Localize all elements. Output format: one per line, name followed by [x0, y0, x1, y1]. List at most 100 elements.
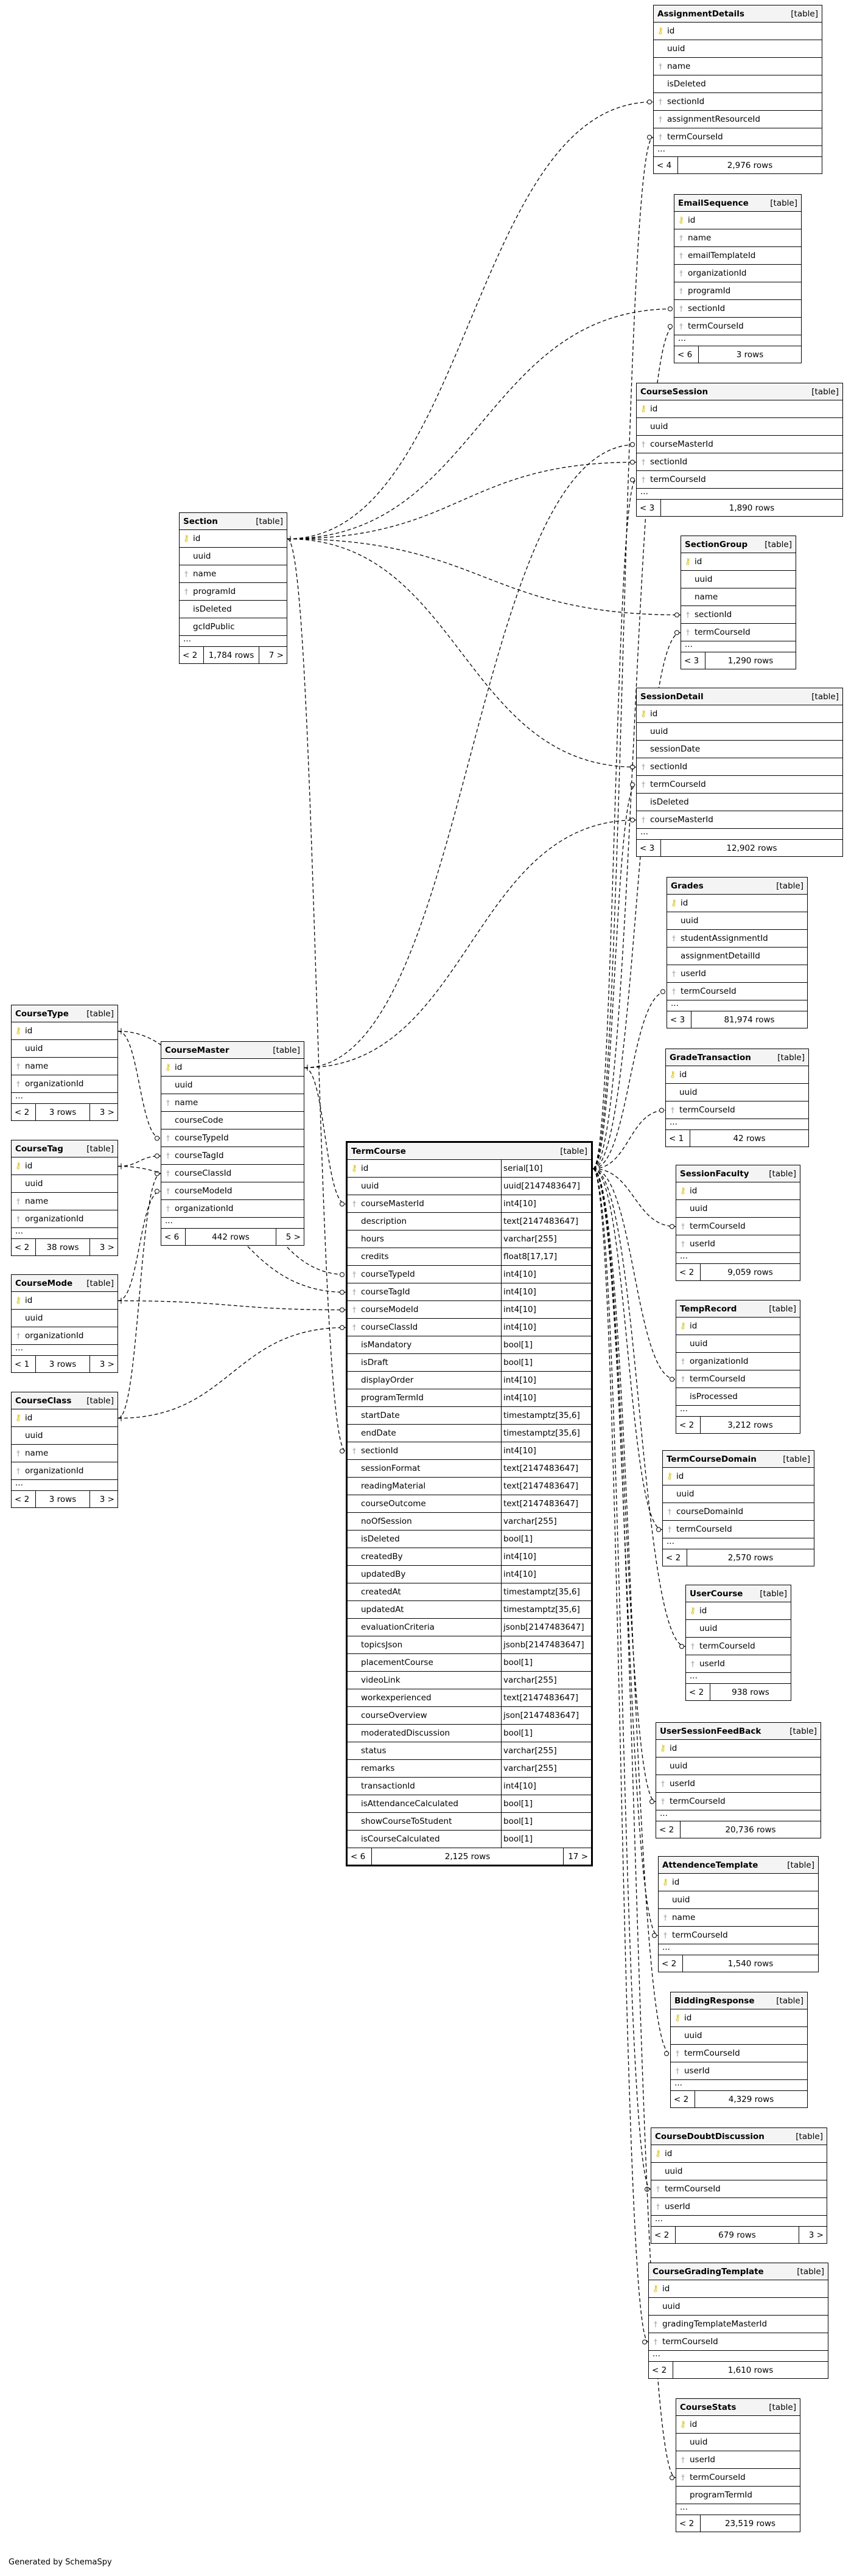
parents-count[interactable]: < 6 — [161, 1229, 186, 1245]
column-row[interactable]: uuid — [686, 1620, 791, 1638]
table-header[interactable]: SessionDetail[table] — [637, 688, 842, 705]
parents-count[interactable]: < 2 — [649, 2362, 673, 2378]
table-header[interactable]: Grades[table] — [667, 878, 807, 895]
column-row[interactable]: †organizationId — [676, 1353, 800, 1370]
column-row[interactable]: uuid — [12, 1175, 117, 1193]
children-count[interactable]: 7 > — [259, 647, 287, 663]
parents-count[interactable]: < 6 — [674, 346, 699, 363]
column-row[interactable]: uuid — [12, 1040, 117, 1058]
column-row[interactable]: ⚷id — [671, 2009, 807, 2027]
column-row[interactable]: ⚷id — [676, 1182, 800, 1200]
table-header[interactable]: TempRecord[table] — [676, 1300, 800, 1318]
column-row[interactable]: †userId — [686, 1655, 791, 1673]
column-row[interactable]: assignmentDetailId — [667, 948, 807, 965]
column-row[interactable]: isDeleted — [654, 75, 822, 93]
column-row[interactable]: †userId — [667, 965, 807, 983]
parents-count[interactable]: < 2 — [671, 2091, 695, 2107]
table-header[interactable]: GradeTransaction[table] — [666, 1049, 808, 1066]
table-header[interactable]: UserCourse[table] — [686, 1585, 791, 1602]
table-header[interactable]: TermCourseDomain[table] — [663, 1451, 814, 1468]
column-row[interactable]: uuid — [651, 2163, 827, 2180]
column-row[interactable]: †organizationId — [674, 265, 801, 282]
column-row[interactable]: courseCode — [161, 1112, 304, 1129]
column-row[interactable]: †termCourseId — [681, 624, 796, 641]
column-row[interactable]: uuid — [654, 40, 822, 58]
column-row[interactable]: uuid — [681, 571, 796, 588]
column-row[interactable]: uuid — [161, 1077, 304, 1094]
parents-count[interactable]: < 2 — [676, 1264, 701, 1280]
column-row[interactable]: †termCourseId — [649, 2333, 828, 2351]
parents-count[interactable]: < 2 — [656, 1821, 681, 1838]
column-row[interactable]: †termCourseId — [671, 2045, 807, 2062]
column-row[interactable]: ⚷id — [161, 1059, 304, 1077]
column-row[interactable]: uuid — [659, 1891, 818, 1909]
parents-count[interactable]: < 3 — [667, 1011, 691, 1028]
parents-count[interactable]: < 2 — [659, 1955, 683, 1972]
column-row[interactable]: †name — [180, 565, 287, 583]
column-row[interactable]: †courseTypeId — [161, 1129, 304, 1147]
column-row[interactable]: isProcessed — [676, 1388, 800, 1406]
column-row[interactable]: uuid — [663, 1485, 814, 1503]
column-row[interactable]: †termCourseId — [676, 1370, 800, 1388]
column-row[interactable]: ⚷id — [666, 1066, 808, 1084]
column-row[interactable]: uuid — [12, 1310, 117, 1327]
column-row[interactable]: programTermId — [676, 2487, 800, 2504]
table-header[interactable]: SessionFaculty[table] — [676, 1165, 800, 1182]
column-row[interactable]: †termCourseId — [686, 1638, 791, 1655]
parents-count[interactable]: < 2 — [686, 1684, 710, 1700]
children-count[interactable]: 3 > — [89, 1491, 117, 1507]
parents-count[interactable]: < 3 — [637, 500, 661, 516]
column-row[interactable]: †termCourseId — [676, 1218, 800, 1235]
column-row[interactable]: †courseMasterId — [637, 811, 842, 829]
column-row[interactable]: ⚷id — [637, 400, 842, 418]
column-row[interactable]: †sectionId — [637, 453, 842, 471]
column-row[interactable]: ⚷id — [12, 1022, 117, 1040]
column-row[interactable]: †sectionId — [654, 93, 822, 111]
column-row[interactable]: †termCourseId — [656, 1793, 821, 1810]
children-count[interactable]: 3 > — [89, 1356, 117, 1372]
column-row[interactable]: †assignmentResourceId — [654, 111, 822, 128]
parents-count[interactable]: < 2 — [676, 2515, 701, 2532]
column-row[interactable]: †userId — [656, 1775, 821, 1793]
column-row[interactable]: isDeleted — [180, 601, 287, 618]
parents-count[interactable]: < 2 — [180, 647, 204, 663]
table-header[interactable]: Section[table] — [180, 513, 287, 530]
column-row[interactable]: †studentAssignmentId — [667, 930, 807, 948]
parents-count[interactable]: < 4 — [654, 157, 678, 173]
column-row[interactable]: †name — [12, 1193, 117, 1210]
table-header[interactable]: CourseMaster[table] — [161, 1042, 304, 1059]
column-row[interactable]: †organizationId — [161, 1200, 304, 1218]
parents-count[interactable]: < 2 — [651, 2227, 676, 2243]
column-row[interactable]: ⚷id — [637, 705, 842, 723]
column-row[interactable]: †sectionId — [674, 300, 801, 318]
parents-count[interactable]: < 1 — [12, 1356, 36, 1372]
column-row[interactable]: †termCourseId — [663, 1521, 814, 1538]
column-row[interactable]: sessionDate — [637, 741, 842, 758]
